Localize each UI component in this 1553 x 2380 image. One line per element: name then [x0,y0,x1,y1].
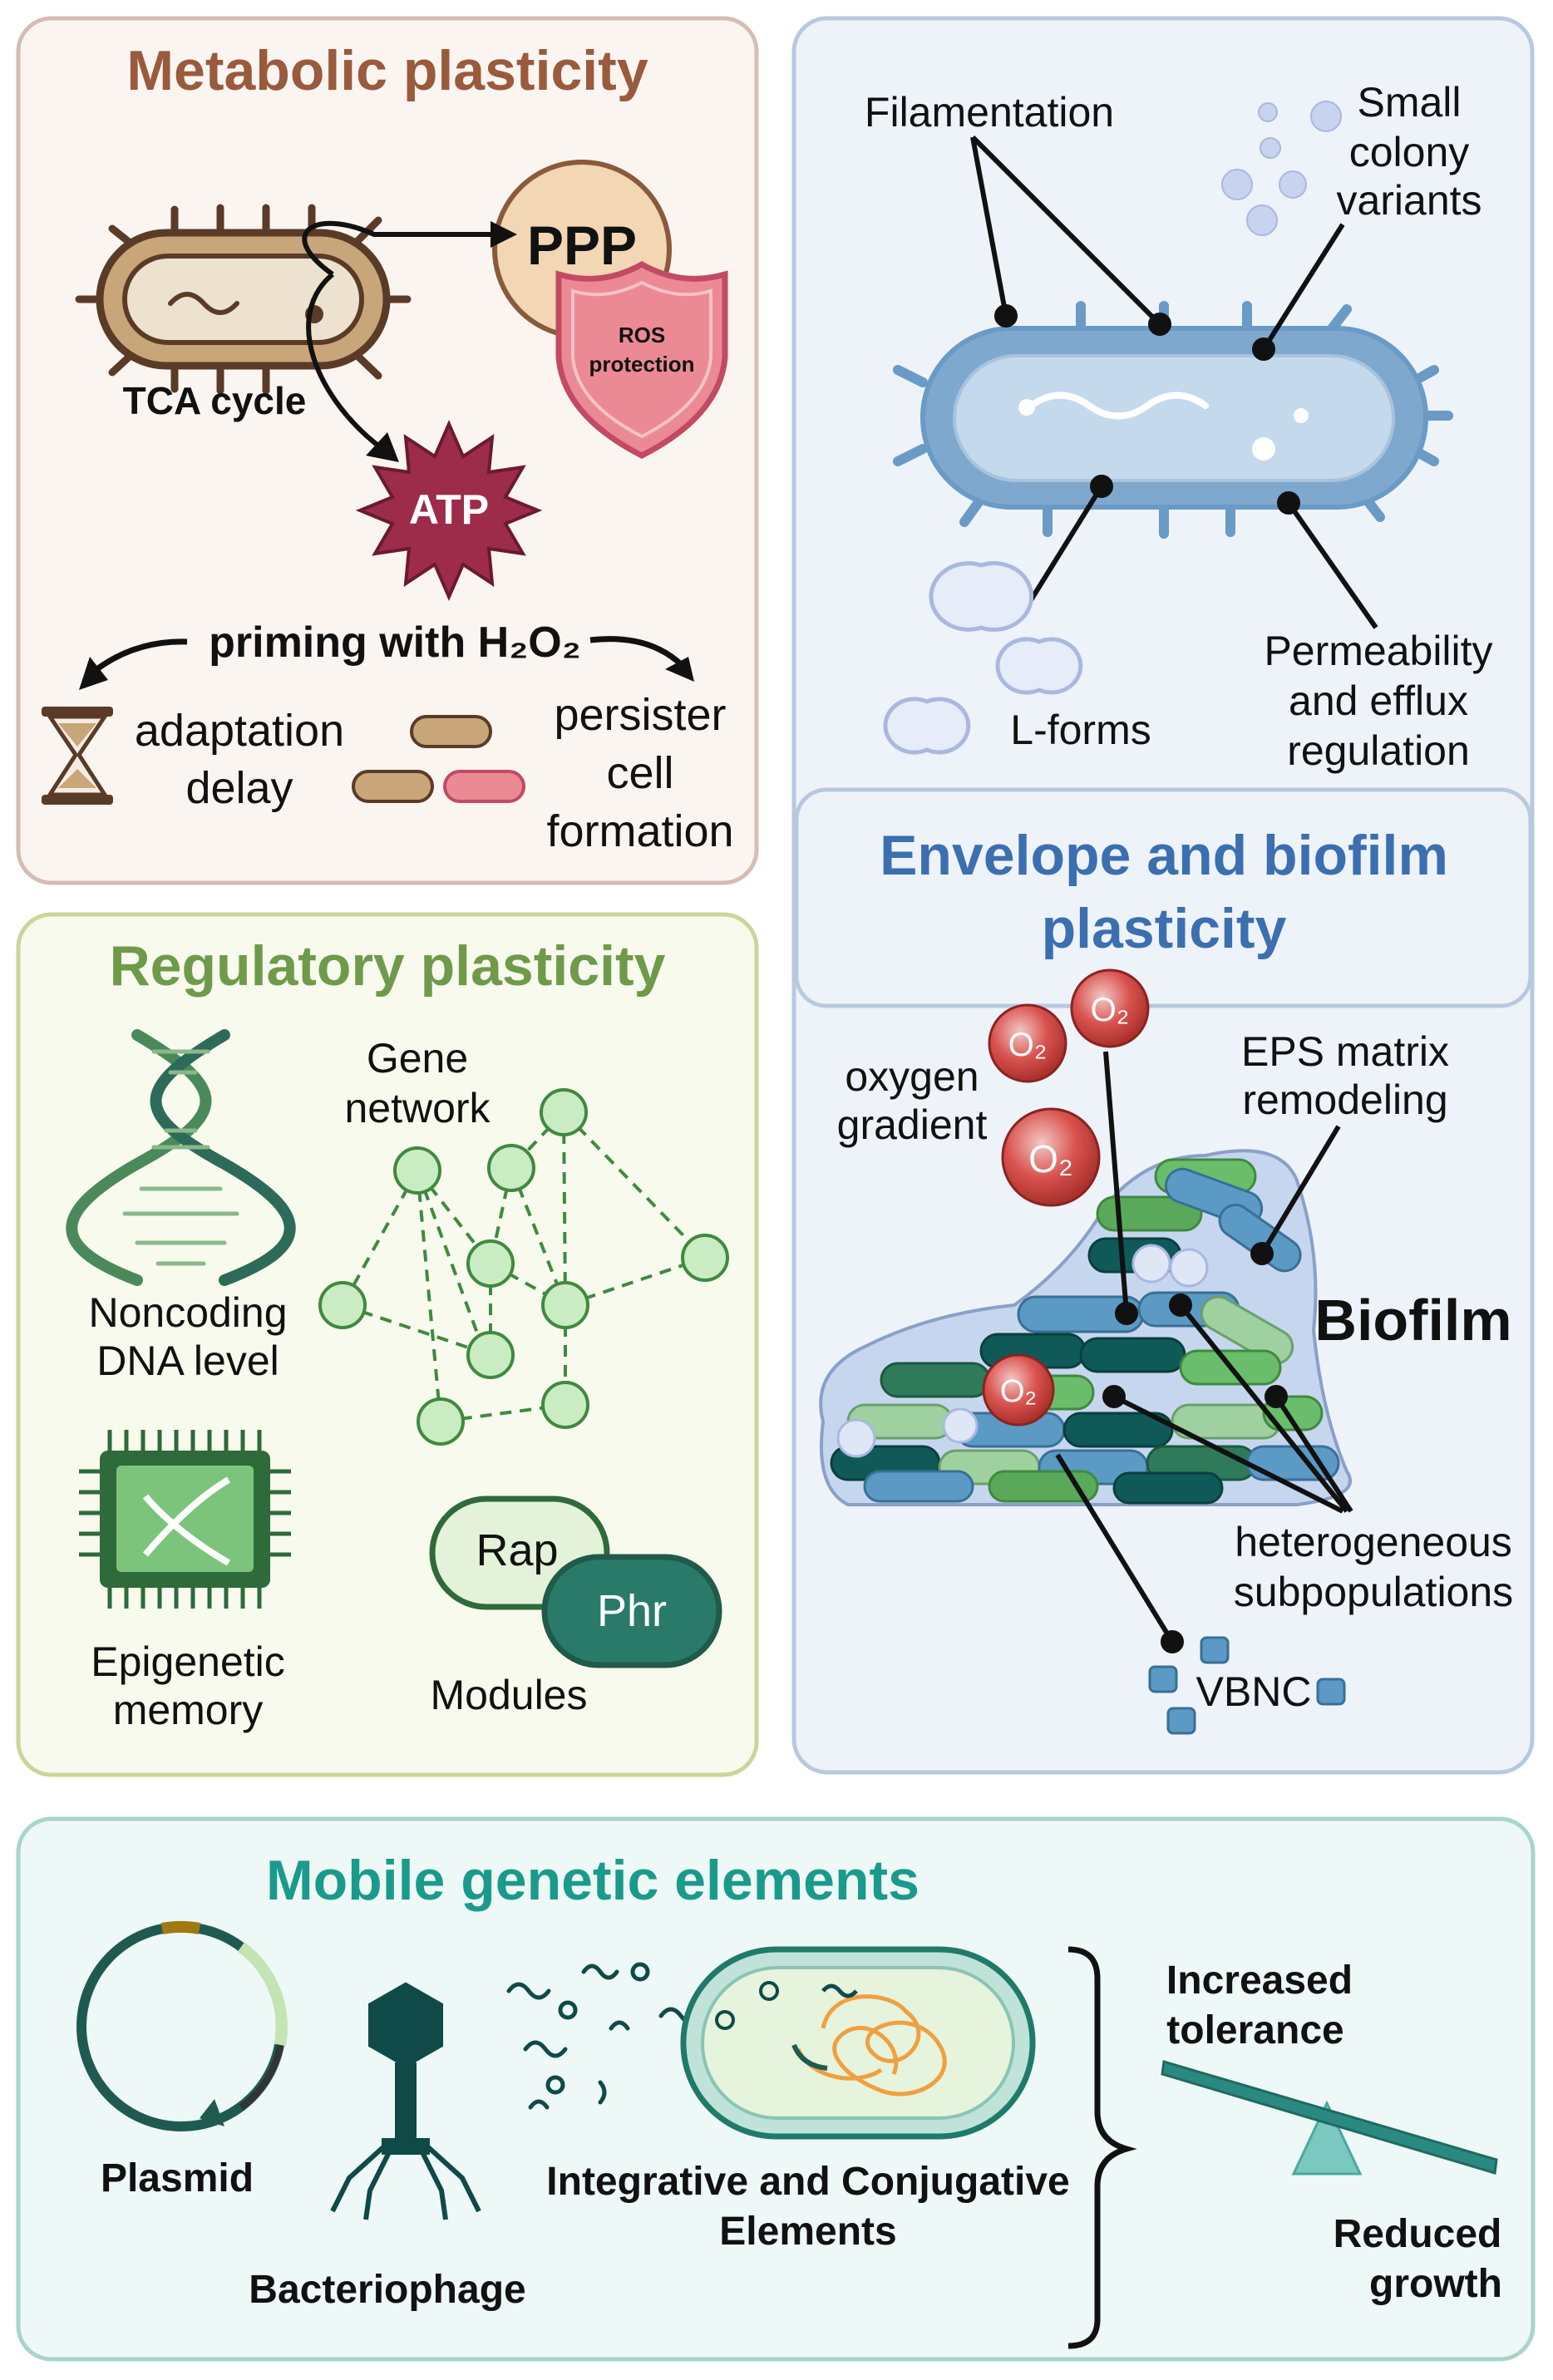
noncoding-label-line2: DNA level [96,1338,279,1384]
o2-molecule-2: O₂ [1070,968,1150,1048]
ros-label-line1: ROS [619,323,665,347]
biofilm-pointer-lines [1055,1051,1353,1653]
heterogeneous-label-line2: subpopulations [1234,1569,1513,1615]
atp-starburst-icon [355,419,543,602]
regulatory-panel: Regulatory plasticity Noncoding DNA leve… [16,912,759,1777]
o2-molecule-4: O₂ [982,1353,1055,1427]
priming-label: priming with H₂O₂ [209,618,581,667]
envelope-bacterium-icon [893,301,1453,539]
l-forms-icon [883,561,1083,755]
persister-label-line1: persister [554,690,726,740]
ppp-label: PPP [527,214,637,276]
o2-molecule-3: O₂ [1001,1107,1101,1207]
vbnc-label: VBNC [1196,1668,1312,1715]
oxygen-label-line1: oxygen [845,1053,979,1100]
svg-text:O₂: O₂ [1028,1137,1073,1180]
svg-text:O₂: O₂ [1000,1374,1037,1409]
metabolic-title: Metabolic plasticity [126,39,648,102]
oxygen-label-line2: gradient [837,1101,988,1148]
tolerance-label-line2: tolerance [1166,2008,1343,2052]
small-bacterium-icon [352,715,525,803]
priming-arrow-right [589,636,684,668]
eps-label-line1: EPS matrix [1241,1028,1449,1075]
plasmid-label: Plasmid [101,2156,254,2200]
plasmid-arrowhead [200,2099,224,2126]
metabolic-panel: Metabolic plasticity TCA cycle PPP ROS p… [16,16,759,885]
adaptation-label-line2: delay [185,763,293,813]
phr-module [541,1554,722,1668]
permeability-label-line2: and efflux [1289,678,1468,724]
permeability-label-line3: regulation [1287,727,1470,774]
regulatory-title: Regulatory plasticity [110,934,666,998]
persister-label-line3: formation [546,806,733,856]
hourglass-icon [42,707,113,805]
metabolic-flow-arrows [302,220,491,451]
small-colony-variant-dots [1221,101,1342,236]
scv-label-line1: Small [1357,79,1461,126]
curly-brace [1067,1946,1137,2349]
growth-label-line2: growth [1369,2262,1502,2306]
envelope-title-line2: plasticity [1042,897,1287,960]
epigenetic-label-line1: Epigenetic [91,1638,285,1685]
plasmid-icon [76,1920,288,2131]
permeability-label-line1: Permeability [1264,628,1492,674]
persister-label-line2: cell [606,748,673,798]
atp-label: ATP [409,486,489,533]
vbnc-cells-icon [1148,1636,1346,1735]
adaptation-label-line1: adaptation [135,706,344,756]
tolerance-label-line1: Increased [1166,1959,1353,2003]
scv-label-line2: colony [1349,129,1470,175]
phage-icon [330,1982,481,2220]
gene-network-nodes [318,1088,729,1446]
envelope-title-box [794,787,1533,1008]
rap-label: Rap [476,1525,558,1575]
o2-molecule-1: O₂ [988,1003,1067,1083]
ros-shield-icon [555,260,728,459]
svg-text:O₂: O₂ [1008,1027,1048,1063]
gene-network-label-line2: network [344,1085,491,1131]
lforms-label: L-forms [1010,707,1151,753]
ice-label-line2: Elements [719,2210,896,2254]
ice-label-line1: Integrative and Conjugative [546,2160,1069,2204]
envelope-title-line1: Envelope and biofilm [880,824,1448,887]
tca-label: TCA cycle [123,379,307,422]
filamentation-label: Filamentation [865,89,1114,136]
seesaw-icon [1161,2060,1498,2176]
scv-label-line3: variants [1336,177,1482,224]
dna-helix-icon [66,1029,296,1286]
chip-icon [79,1430,291,1609]
bacteriophage-label: Bacteriophage [249,2268,525,2312]
envelope-pointer-lines [970,135,1378,629]
svg-text:O₂: O₂ [1091,992,1130,1028]
biofilm-cells [830,1158,1340,1505]
eps-label-line2: remodeling [1242,1077,1447,1123]
modules-label: Modules [431,1672,588,1718]
envelope-panel: Filamentation Small colony variants [791,16,1535,1775]
tca-bacterium-icon [75,204,412,395]
phr-label: Phr [597,1586,667,1636]
heterogeneous-label-line1: heterogeneous [1235,1519,1512,1565]
growth-label-line1: Reduced [1334,2212,1502,2256]
priming-arrow-left [89,638,188,676]
biofilm-label: Biofilm [1314,1288,1511,1353]
arrowhead-to-ppp [491,221,517,248]
priming-arrowhead-left [79,657,108,690]
ice-bacterium-icon [680,1946,1036,2140]
priming-arrowhead-right [665,657,694,682]
noncoding-label-line1: Noncoding [88,1289,287,1336]
epigenetic-label-line2: memory [113,1687,264,1733]
ros-label-line2: protection [589,352,694,377]
mobile-title: Mobile genetic elements [266,1849,919,1912]
mobile-panel: Mobile genetic elements Plasmid Bacterio… [16,1816,1536,2362]
gene-network-label-line1: Gene [367,1035,468,1082]
arrowhead-to-atp [366,432,399,462]
